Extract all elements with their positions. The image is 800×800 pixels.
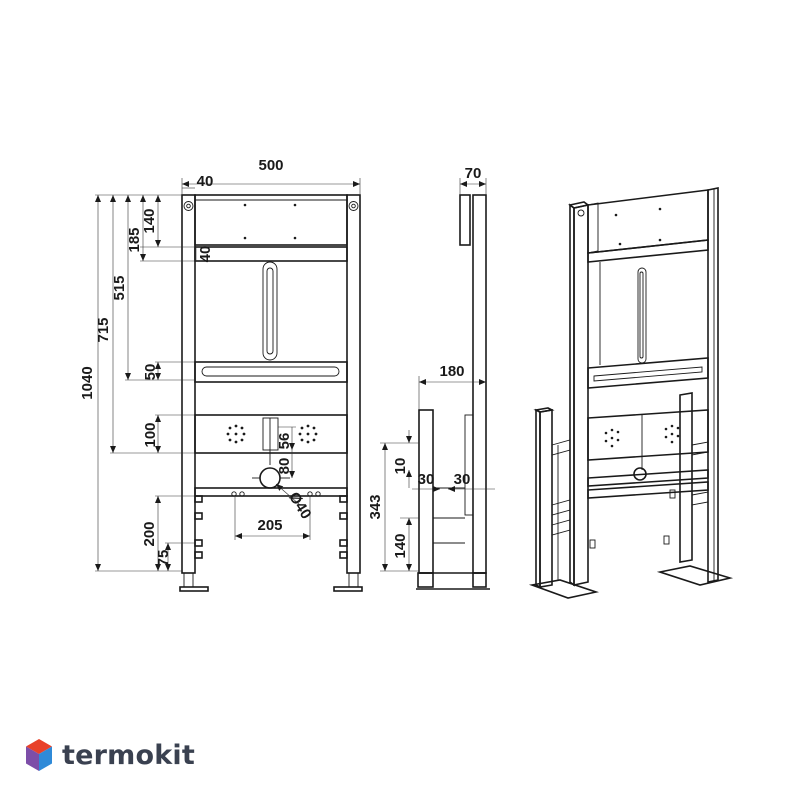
iso-plate [587, 409, 709, 461]
mounting-plate [194, 414, 348, 454]
side-top-block [459, 194, 471, 246]
dim-50-label: 50 [142, 364, 159, 381]
bottom-rail [194, 487, 348, 497]
dim-180-label: 180 [439, 363, 464, 380]
dim-40-post-label: 40 [197, 173, 214, 190]
dim-515-label: 515 [111, 275, 128, 300]
iso-right-foot [656, 565, 734, 586]
left-hole-pattern [226, 424, 246, 444]
dim-500-label: 500 [258, 157, 283, 174]
dim-343-label: 343 [367, 494, 384, 519]
right-post [346, 194, 361, 574]
dim-40-rail-label: 40 [197, 246, 214, 263]
dim-30-right-label: 30 [454, 471, 471, 488]
side-leg-front [418, 409, 434, 574]
dim-80-label: 80 [276, 458, 293, 475]
middle-rail [194, 361, 348, 383]
left-post [181, 194, 196, 574]
dim-715-label: 715 [95, 317, 112, 342]
dim-185-label: 185 [126, 227, 143, 252]
dim-70-label: 70 [465, 165, 482, 182]
right-foot [333, 586, 363, 592]
left-post-bolt [183, 201, 194, 211]
side-post [472, 194, 487, 574]
dim-100-label: 100 [142, 422, 159, 447]
hexagon-logo-icon [26, 739, 52, 771]
dim-56-label: 56 [276, 433, 293, 450]
left-clamps [194, 495, 203, 559]
dim-30-left-label: 30 [418, 471, 435, 488]
dim-75-label: 75 [155, 550, 172, 567]
front-view: 500 40 1040 715 515 185 140 40 [79, 157, 363, 592]
upper-rail [194, 246, 348, 262]
dim-10-label: 10 [392, 458, 409, 475]
right-hole-pattern [298, 424, 318, 444]
iso-left-foot [528, 579, 600, 599]
brand-logo[interactable]: termokit [24, 734, 195, 776]
side-view: 70 180 343 10 140 30 30 [367, 165, 495, 590]
left-foot [179, 586, 209, 592]
dim-140-side-label: 140 [392, 533, 409, 558]
iso-middle-rail [587, 357, 709, 389]
iso-top-box [587, 189, 709, 254]
vertical-slot [262, 261, 278, 361]
right-post-bolt [348, 201, 359, 211]
dim-205-label: 205 [257, 517, 282, 534]
right-clamps [339, 495, 348, 559]
top-box [194, 194, 348, 246]
brand-name: termokit [62, 739, 195, 771]
dim-140-top-label: 140 [141, 208, 158, 233]
isometric-view [528, 187, 734, 599]
dim-1040-label: 1040 [79, 366, 96, 399]
dim-200-label: 200 [141, 521, 158, 546]
